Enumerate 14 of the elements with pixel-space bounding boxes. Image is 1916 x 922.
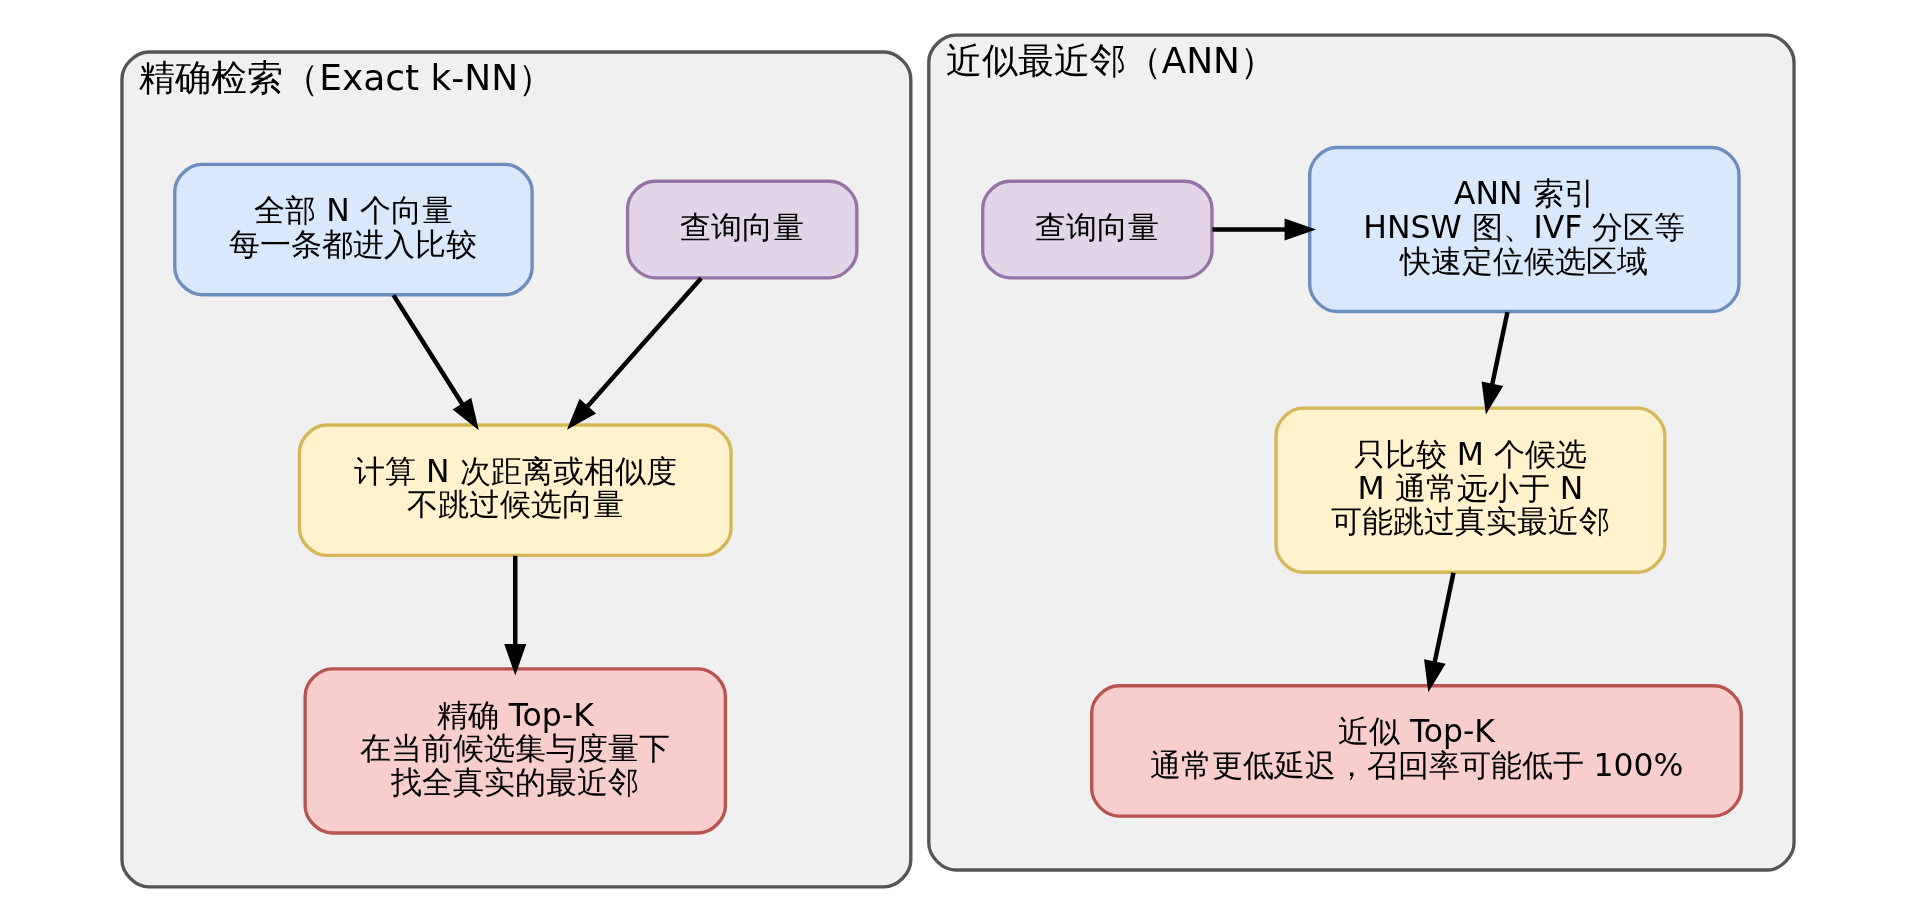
node-box: 查询向量: [625, 179, 859, 280]
arrow: [391, 293, 479, 431]
arrow: [1424, 572, 1456, 693]
arrow: [504, 555, 527, 676]
arrow: [566, 276, 703, 430]
arrow: [1212, 218, 1317, 241]
node-box: 精确 Top-K 在当前候选集与度量下 找全真实的最近邻: [303, 667, 728, 835]
node-box: ANN 索引 HNSW 图、IVF 分区等 快速定位候选区域: [1308, 145, 1741, 314]
node-box: 只比较 M 个候选 M 通常远小于 N 可能跳过真实最近邻: [1274, 406, 1667, 574]
node-box: 计算 N 次距离或相似度 不跳过候选向量: [297, 423, 733, 558]
node-box: 近似 Top-K 通常更低延迟，召回率可能低于 100%: [1090, 684, 1743, 818]
node-box: 查询向量: [981, 179, 1214, 280]
arrow: [1481, 311, 1510, 415]
node-box: 全部 N 个向量 每一条都进入比较: [173, 162, 534, 297]
